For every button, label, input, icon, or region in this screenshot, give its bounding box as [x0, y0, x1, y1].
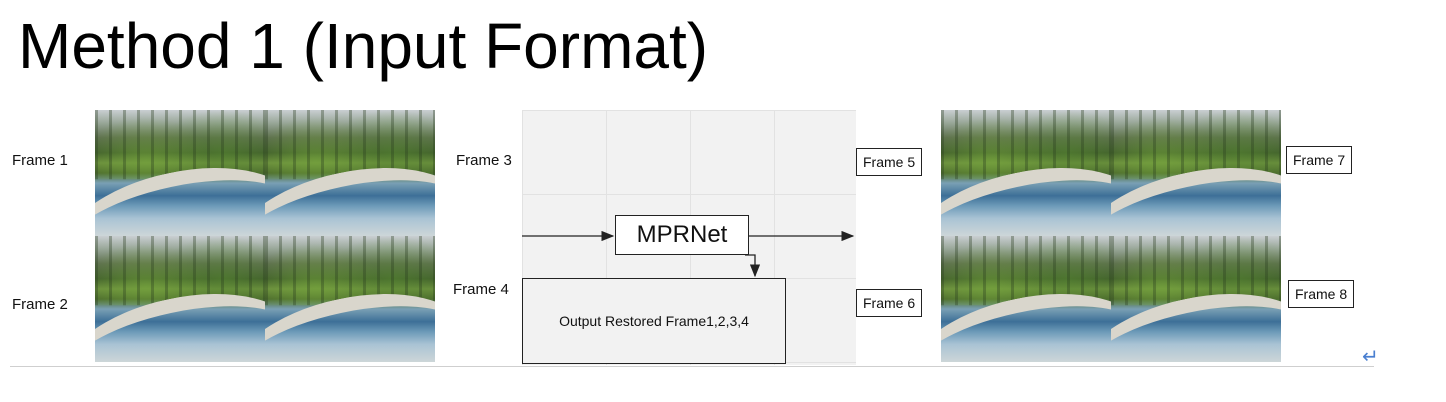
frame-image-2: [95, 236, 265, 362]
mprnet-box: MPRNet: [615, 215, 749, 255]
frame-image-4: [265, 236, 435, 362]
frame-image-1: [95, 110, 265, 236]
output-arrow: [745, 254, 761, 278]
frame-image-3: [265, 110, 435, 236]
frame-image-7: [1111, 110, 1281, 236]
frame-4-label: Frame 4: [453, 281, 509, 298]
return-icon: ↵: [1362, 346, 1379, 368]
frame-image-6: [941, 236, 1111, 362]
frame-5-label: Frame 5: [856, 148, 923, 176]
frame-image-5: [941, 110, 1111, 236]
frame-2-label: Frame 2: [12, 296, 68, 313]
frame-image-8: [1111, 236, 1281, 362]
frame-7-label: Frame 7: [1286, 146, 1353, 174]
frame-3-label: Frame 3: [456, 152, 512, 169]
frame-8-label: Frame 8: [1288, 280, 1355, 308]
frame-1-label: Frame 1: [12, 152, 68, 169]
slide-divider: [10, 366, 1374, 367]
frame-6-label: Frame 6: [856, 289, 923, 317]
output-box: Output Restored Frame1,2,3,4: [522, 278, 786, 364]
slide-title: Method 1 (Input Format): [18, 10, 709, 82]
